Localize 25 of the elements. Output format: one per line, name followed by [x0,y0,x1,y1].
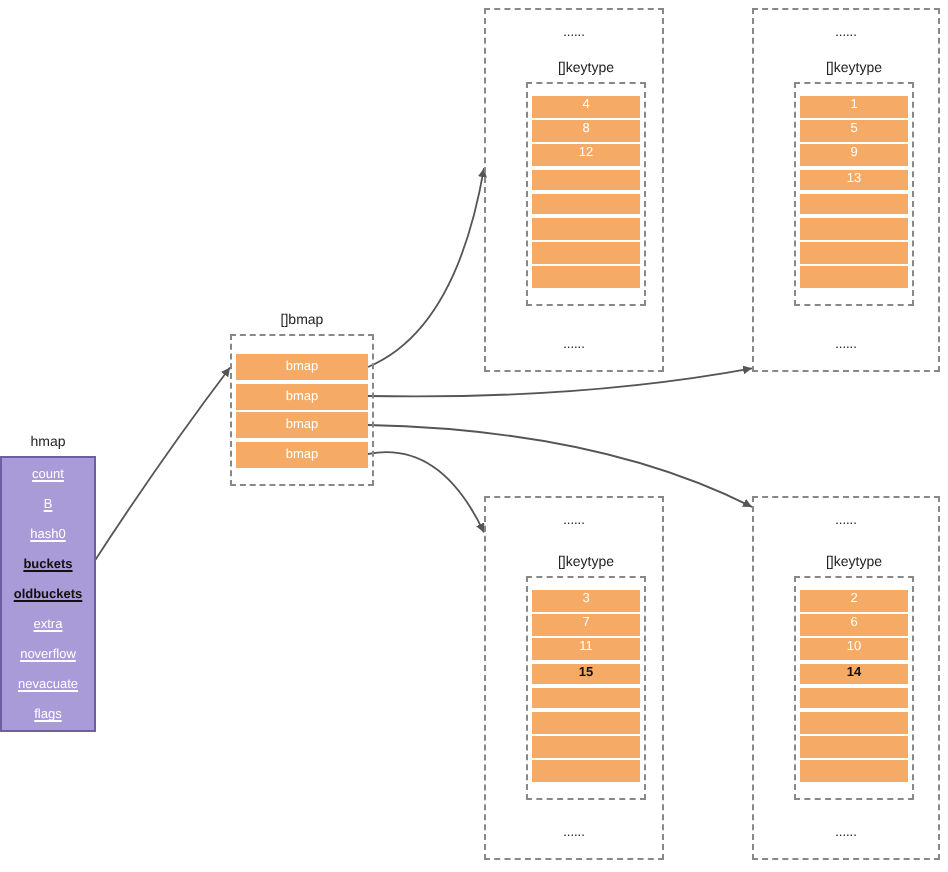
arrow [367,167,487,368]
empty-slot [800,712,908,734]
empty-slot [800,242,908,264]
arrow [367,451,485,534]
empty-slot [532,266,640,288]
bucket-frame [752,496,940,860]
empty-slot [532,760,640,782]
empty-slot [800,218,908,240]
bucket-frame [752,8,940,372]
arrow [367,365,753,398]
empty-slot [532,193,640,215]
empty-slot [532,712,640,734]
empty-slot [532,169,640,191]
arrow [367,424,753,508]
empty-slot [800,736,908,758]
empty-slot [800,687,908,709]
empty-slot [532,687,640,709]
empty-slot [800,266,908,288]
empty-slot [800,760,908,782]
empty-slot [532,218,640,240]
bucket-frame [484,8,664,372]
empty-slot [532,242,640,264]
empty-slot [800,193,908,215]
empty-slot [532,736,640,758]
bucket-frame [484,496,664,860]
